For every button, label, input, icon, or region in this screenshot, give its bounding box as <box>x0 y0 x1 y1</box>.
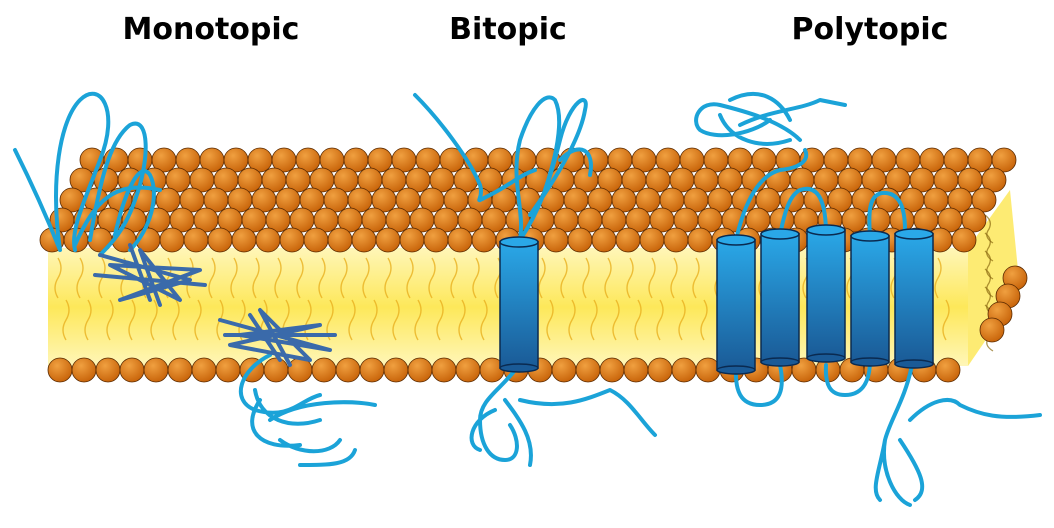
helix-top-cap <box>500 237 538 247</box>
helix-bottom-cap <box>807 354 845 362</box>
bitopic-label: Bitopic <box>449 12 567 47</box>
helix-body <box>761 234 799 362</box>
lipid-head <box>280 228 304 252</box>
lipid-head <box>576 358 600 382</box>
lipid-head <box>208 228 232 252</box>
lipid-head <box>552 358 576 382</box>
bitopic-protein-cytoplasmic <box>472 370 655 465</box>
lipid-head <box>400 228 424 252</box>
lipid-head <box>936 358 960 382</box>
lipid-head <box>568 228 592 252</box>
lipid-head <box>448 228 472 252</box>
polytopic-helix-1 <box>717 235 755 374</box>
helix-body <box>807 230 845 358</box>
polytopic-helix-5 <box>895 229 933 368</box>
lipid-head <box>600 358 624 382</box>
lipid-head <box>544 228 568 252</box>
polytopic-loops-lower <box>736 360 1040 505</box>
lipid-head <box>648 358 672 382</box>
lipid-head <box>616 228 640 252</box>
lipid-head <box>264 358 288 382</box>
lipid-head <box>360 358 384 382</box>
lipid-head <box>256 228 280 252</box>
lipid-head <box>216 358 240 382</box>
lipid-head <box>312 358 336 382</box>
lipid-head <box>624 358 648 382</box>
helix-top-cap <box>761 229 799 239</box>
lipid-head <box>672 358 696 382</box>
helix-body <box>500 242 538 368</box>
polytopic-helix-4 <box>851 231 889 366</box>
lipid-head <box>168 358 192 382</box>
monotopic-label: Monotopic <box>123 12 300 47</box>
lipid-head <box>456 358 480 382</box>
lipid-head <box>144 358 168 382</box>
polytopic-protein-loop-top <box>696 94 845 144</box>
bitopic-helix-1 <box>500 237 538 372</box>
polytopic-label: Polytopic <box>792 12 949 47</box>
lipid-head <box>72 358 96 382</box>
lipid-head <box>688 228 712 252</box>
lipid-head <box>184 228 208 252</box>
lipid-head <box>336 358 360 382</box>
lipid-head <box>592 228 616 252</box>
lipid-head <box>664 228 688 252</box>
helix-bottom-cap <box>895 360 933 368</box>
lipid-head <box>432 358 456 382</box>
helix-top-cap <box>807 225 845 235</box>
helix-body <box>851 236 889 362</box>
lipid-head <box>328 228 352 252</box>
helix-body <box>717 240 755 370</box>
helix-bottom-cap <box>717 366 755 374</box>
lipid-head <box>192 358 216 382</box>
lipid-head <box>352 228 376 252</box>
polytopic-helix-3 <box>807 225 845 362</box>
lipid-head <box>424 228 448 252</box>
lipid-head <box>120 358 144 382</box>
lipid-head <box>48 358 72 382</box>
helix-top-cap <box>717 235 755 245</box>
helix-top-cap <box>895 229 933 239</box>
lipid-head <box>384 358 408 382</box>
helix-body <box>895 234 933 364</box>
helix-bottom-cap <box>761 358 799 366</box>
lipid-head <box>980 318 1004 342</box>
polytopic-helix-2 <box>761 229 799 366</box>
lipid-head <box>160 228 184 252</box>
helix-top-cap <box>851 231 889 241</box>
helix-bottom-cap <box>851 358 889 366</box>
lipid-head <box>376 228 400 252</box>
lipid-head <box>640 228 664 252</box>
lipid-head <box>472 228 496 252</box>
lipid-head <box>304 228 328 252</box>
lipid-head <box>232 228 256 252</box>
lipid-head <box>408 358 432 382</box>
lipid-head <box>952 228 976 252</box>
lipid-head <box>96 358 120 382</box>
helix-bottom-cap <box>500 364 538 372</box>
